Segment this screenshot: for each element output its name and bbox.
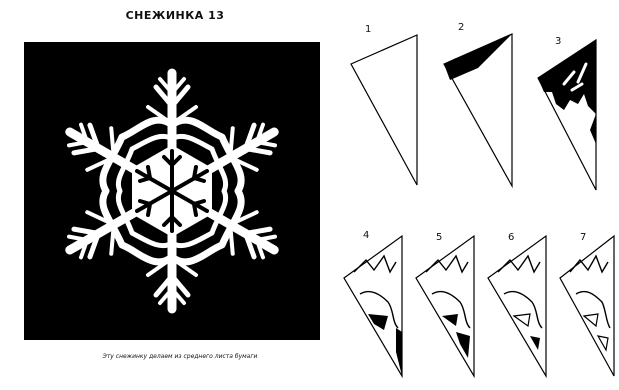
- caption: Эту снежинку делаем из среднего листа бу…: [40, 353, 320, 360]
- step-3-diagram: [534, 34, 604, 192]
- step-2-diagram: [438, 28, 520, 190]
- step-5-diagram: [412, 232, 484, 380]
- snowflake-image: [24, 42, 320, 340]
- snowflake-panel: [24, 42, 320, 340]
- step-1-diagram: [345, 30, 425, 190]
- step-6-diagram: [484, 232, 556, 380]
- page-title: СНЕЖИНКА 13: [120, 9, 230, 22]
- step-4-diagram: [340, 232, 410, 380]
- step-7-diagram: [556, 232, 619, 380]
